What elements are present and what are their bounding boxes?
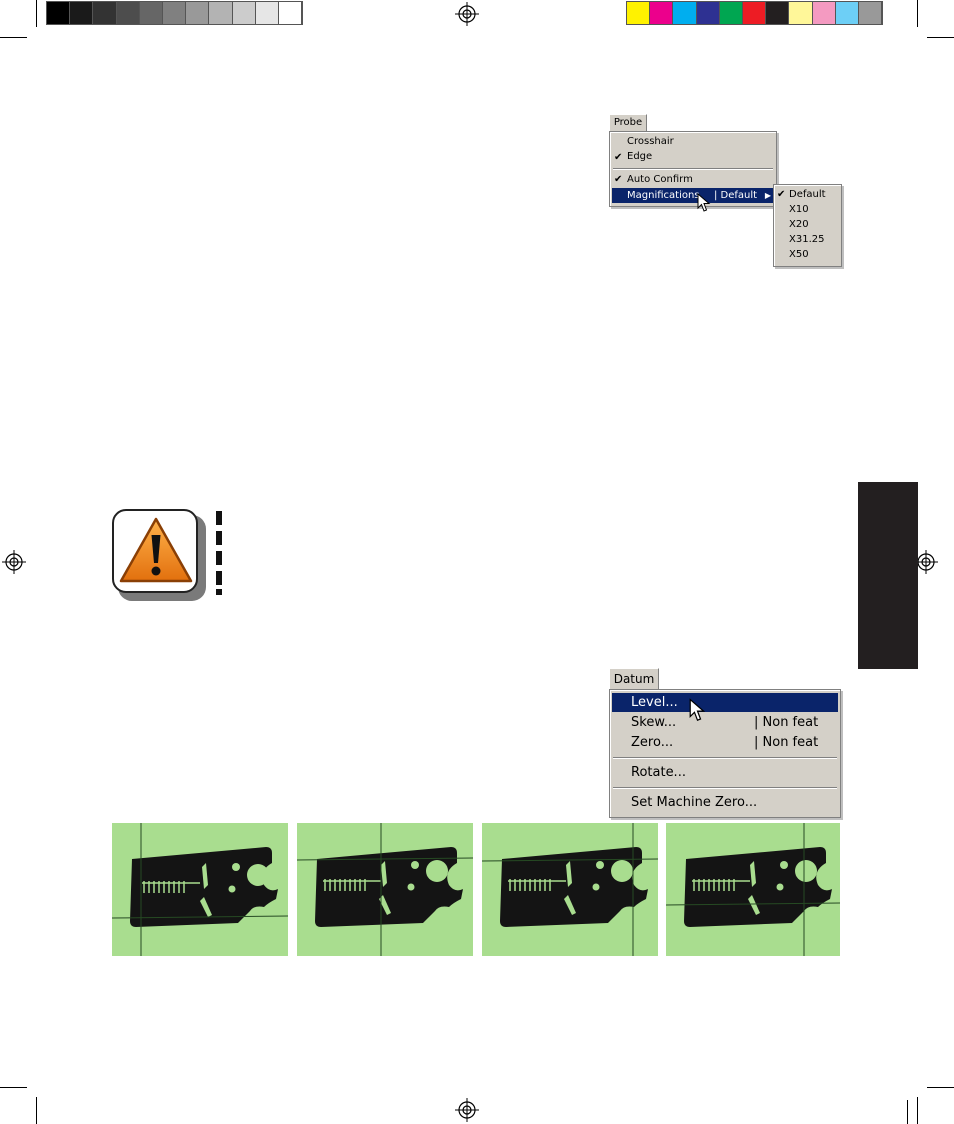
datum-menu-title[interactable]: Datum <box>609 668 659 690</box>
menu-item-rotate[interactable]: Rotate... <box>612 763 838 782</box>
menu-item-label: Skew... <box>631 715 677 730</box>
menu-item-label: Magnifications <box>627 190 700 201</box>
color-swatch <box>627 2 651 24</box>
color-swatch <box>650 2 674 24</box>
part-silhouette <box>130 847 278 927</box>
crop-mark <box>917 0 918 27</box>
part-thumbnail-3 <box>482 823 658 956</box>
color-swatch <box>696 2 720 24</box>
menu-item-label: Set Machine Zero... <box>631 795 758 810</box>
crop-mark <box>0 37 27 38</box>
submenu-item-x10[interactable]: X10 <box>776 203 839 217</box>
crop-mark <box>0 1087 27 1088</box>
probe-menu: ✔ Crosshair Edge ✔ Auto Confirm Magnific… <box>609 131 777 207</box>
menu-item-auto-confirm[interactable]: Auto Confirm <box>612 173 774 187</box>
menu-item-label: Crosshair <box>627 136 674 147</box>
crop-mark <box>917 1097 918 1124</box>
menu-separator <box>613 757 837 759</box>
menu-item-crosshair[interactable]: Crosshair <box>612 135 774 149</box>
color-swatch <box>858 2 883 24</box>
mouse-pointer-icon <box>689 698 706 722</box>
part-silhouette <box>684 847 832 927</box>
warning-triangle-icon <box>119 517 193 583</box>
menu-item-label: Edge <box>627 151 653 162</box>
color-swatch <box>789 2 813 24</box>
registration-mark-icon <box>2 550 26 574</box>
color-swatch <box>232 2 256 24</box>
menu-item-value: | Non feat <box>754 715 819 730</box>
registration-mark-icon <box>455 1098 479 1122</box>
registration-mark-icon <box>914 550 938 574</box>
crop-mark <box>907 1100 908 1124</box>
submenu-item-x50[interactable]: X50 <box>776 248 839 262</box>
checkmark-icon: ✔ <box>777 189 786 200</box>
menu-item-value: | Non feat <box>754 735 819 750</box>
color-swatch <box>835 2 859 24</box>
part-silhouette <box>315 847 463 927</box>
checkmark-icon: ✔ <box>614 152 623 163</box>
color-swatch <box>70 2 94 24</box>
color-swatch <box>255 2 279 24</box>
part-thumbnail-4 <box>666 823 840 956</box>
color-swatch <box>186 2 210 24</box>
submenu-item-label: Default <box>789 189 826 200</box>
menu-item-set-machine-zero[interactable]: Set Machine Zero... <box>612 793 838 812</box>
color-swatch <box>278 2 303 24</box>
submenu-item-label: X31.25 <box>789 234 825 245</box>
submenu-item-x20[interactable]: X20 <box>776 218 839 232</box>
menu-item-level[interactable]: Level... <box>612 693 838 712</box>
part-thumbnail-1 <box>112 823 288 956</box>
color-swatch <box>673 2 697 24</box>
menu-separator <box>613 787 837 789</box>
submenu-item-default[interactable]: Default <box>776 188 839 202</box>
color-swatch <box>139 2 163 24</box>
crop-mark <box>36 1097 37 1124</box>
menu-item-edge[interactable]: Edge <box>612 150 774 164</box>
color-swatch <box>719 2 743 24</box>
submenu-item-label: X50 <box>789 249 809 260</box>
color-swatch <box>209 2 233 24</box>
color-swatch <box>162 2 187 24</box>
menu-separator <box>613 168 773 170</box>
menu-item-label: Zero... <box>631 735 674 750</box>
registration-mark-icon <box>455 2 479 26</box>
color-swatch <box>93 2 117 24</box>
crop-mark <box>36 0 37 27</box>
menu-item-value: | Default <box>714 190 758 201</box>
crop-mark <box>927 37 954 38</box>
chapter-side-tab <box>858 482 918 669</box>
process-color-bar <box>626 1 884 25</box>
submenu-arrow-icon: ▶ <box>764 191 771 200</box>
checkmark-icon: ✔ <box>614 174 623 185</box>
menu-item-magnifications[interactable]: Magnifications | Default ▶ <box>612 188 774 203</box>
magnifications-submenu: ✔ Default X10 X20 X31.25 X50 <box>773 184 842 267</box>
datum-menu: Level... Skew... | Non feat Zero... | No… <box>609 689 841 818</box>
mouse-pointer-icon <box>697 193 711 212</box>
color-swatch <box>47 2 71 24</box>
probe-menu-title[interactable]: Probe <box>609 114 647 132</box>
part-thumbnail-2 <box>297 823 473 956</box>
color-swatch <box>766 2 790 24</box>
menu-item-label: Rotate... <box>631 765 686 780</box>
submenu-item-label: X20 <box>789 219 809 230</box>
menu-item-zero[interactable]: Zero... | Non feat <box>612 733 838 752</box>
submenu-item-label: X10 <box>789 204 809 215</box>
crop-mark <box>927 1087 954 1088</box>
menu-item-label: Auto Confirm <box>627 174 693 185</box>
part-silhouette <box>500 847 648 927</box>
color-swatch <box>116 2 140 24</box>
grayscale-color-bar <box>46 1 304 25</box>
color-swatch <box>812 2 836 24</box>
submenu-item-x31-25[interactable]: X31.25 <box>776 233 839 247</box>
menu-item-label: Level... <box>631 695 678 710</box>
menu-item-skew[interactable]: Skew... | Non feat <box>612 713 838 732</box>
warning-callout <box>112 509 222 603</box>
color-swatch <box>742 2 767 24</box>
